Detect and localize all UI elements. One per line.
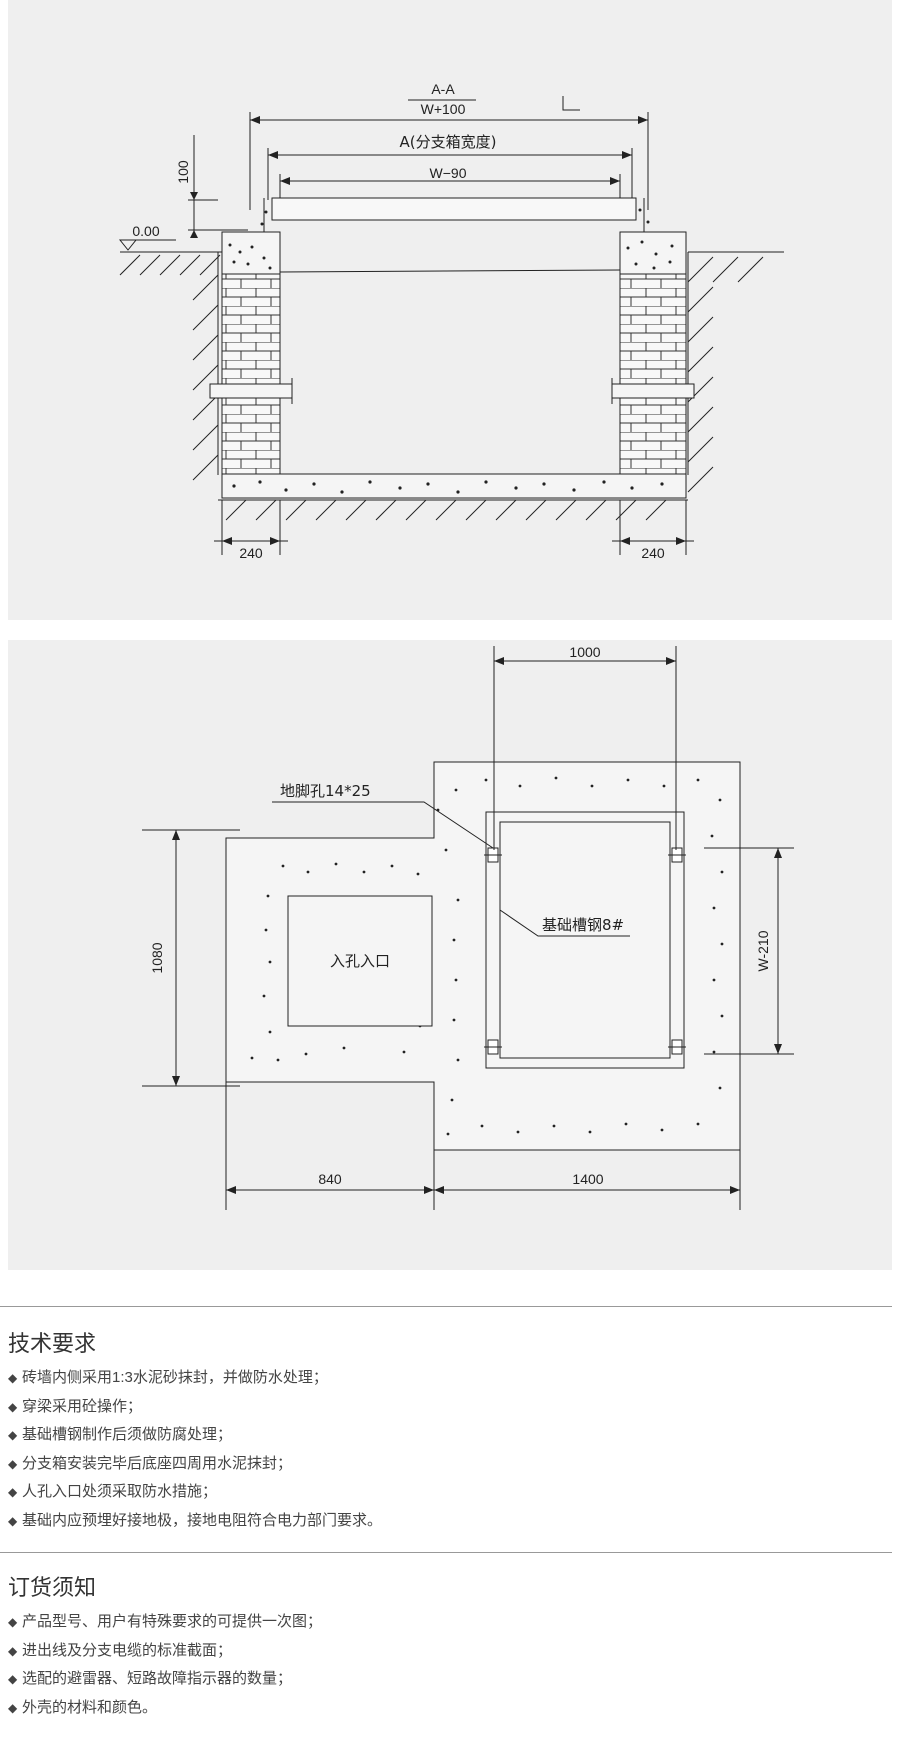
section-title: A-A bbox=[431, 81, 455, 97]
diamond-bullet-icon: ◆ bbox=[8, 1615, 18, 1629]
list-item: ◆外壳的材料和颜色。 bbox=[8, 1694, 322, 1723]
order-notes-title: 订货须知 bbox=[8, 1575, 97, 1600]
diamond-bullet-icon: ◆ bbox=[8, 1456, 18, 1471]
channel-steel-label: 基础槽钢8# bbox=[542, 916, 624, 934]
ground-hatch-right bbox=[687, 251, 784, 493]
diamond-bullet-icon: ◆ bbox=[8, 1371, 18, 1385]
diamond-bullet-icon: ◆ bbox=[8, 1672, 18, 1686]
diamond-bullet-icon: ◆ bbox=[8, 1399, 18, 1414]
list-item: ◆分支箱安装完毕后底座四周用水泥抹封； bbox=[8, 1450, 382, 1479]
dim-w-plus-100: W+100 bbox=[249, 101, 649, 210]
dim-left-wall-240: 240 bbox=[214, 500, 288, 561]
order-notes-list: ◆产品型号、用户有特殊要求的可提供一次图； ◆进出线及分支电缆的标准截面； ◆选… bbox=[8, 1608, 322, 1722]
level-mark: 0.00 bbox=[118, 223, 228, 253]
dim-w-plus-100-label: W+100 bbox=[421, 101, 466, 117]
level-mark-label: 0.00 bbox=[132, 223, 159, 239]
anchor-hole-br bbox=[668, 1039, 686, 1055]
list-item: ◆砖墙内侧采用1:3水泥砂抹封，并做防水处理； bbox=[8, 1364, 382, 1393]
channel-steel-callout: 基础槽钢8# bbox=[499, 909, 630, 937]
dim-top-1000-label: 1000 bbox=[569, 644, 600, 660]
list-item: ◆基础槽钢制作后须做防腐处理； bbox=[8, 1421, 382, 1450]
diamond-bullet-icon: ◆ bbox=[8, 1643, 18, 1658]
dim-bottom-1400: 1400 bbox=[434, 1150, 741, 1210]
dim-height-100: 100 bbox=[175, 135, 248, 238]
list-item: ◆选配的避雷器、短路故障指示器的数量； bbox=[8, 1665, 322, 1694]
tech-requirements-list: ◆砖墙内侧采用1:3水泥砂抹封，并做防水处理； ◆穿梁采用砼操作； ◆基础槽钢制… bbox=[8, 1364, 382, 1535]
dim-bottom-1400-label: 1400 bbox=[572, 1171, 603, 1187]
cover-slab bbox=[271, 197, 637, 221]
dim-w-minus-90: W−90 bbox=[279, 165, 621, 200]
dim-right-wall-240: 240 bbox=[612, 500, 694, 561]
dim-height-100-label: 100 bbox=[175, 160, 191, 184]
base-slab bbox=[221, 473, 687, 499]
section-corner-mark bbox=[562, 96, 580, 111]
manhole-label: 入孔入口 bbox=[330, 952, 390, 970]
right-brick-wall bbox=[619, 273, 687, 475]
ground-hatch-bottom bbox=[218, 499, 688, 521]
anchor-hole-callout: 地脚孔14*25 bbox=[272, 782, 494, 849]
list-item: ◆穿梁采用砼操作； bbox=[8, 1393, 382, 1422]
dim-left-1080: 1080 bbox=[142, 829, 240, 1087]
left-brick-wall bbox=[221, 273, 281, 475]
diamond-bullet-icon: ◆ bbox=[8, 1485, 18, 1499]
list-item: ◆人孔入口处须采取防水措施； bbox=[8, 1478, 382, 1507]
dim-left-1080-label: 1080 bbox=[149, 942, 165, 973]
divider-tech bbox=[0, 1306, 892, 1307]
diamond-bullet-icon: ◆ bbox=[8, 1428, 18, 1442]
dim-top-1000: 1000 bbox=[493, 644, 677, 850]
list-item: ◆进出线及分支电缆的标准截面； bbox=[8, 1637, 322, 1666]
channel-steel-inner bbox=[499, 821, 671, 1059]
list-item: ◆基础内应预埋好接地极，接地电阻符合电力部门要求。 bbox=[8, 1507, 382, 1536]
base-slab-dots bbox=[232, 480, 664, 494]
plan-view-drawing: 入孔入口 地脚孔14*25 基础槽钢8# bbox=[142, 644, 794, 1210]
manhole-opening bbox=[287, 895, 433, 1027]
dim-right-w-210: W-210 bbox=[704, 847, 794, 1055]
dim-a-width: A(分支箱宽度) bbox=[267, 133, 633, 200]
diamond-bullet-icon: ◆ bbox=[8, 1513, 18, 1528]
diamond-bullet-icon: ◆ bbox=[8, 1700, 18, 1715]
anchor-hole-tr bbox=[668, 847, 686, 863]
beam-line bbox=[279, 269, 621, 273]
dim-left-wall-240-label: 240 bbox=[239, 545, 263, 561]
anchor-hole-label: 地脚孔14*25 bbox=[280, 782, 371, 800]
list-item: ◆产品型号、用户有特殊要求的可提供一次图； bbox=[8, 1608, 322, 1637]
plan-view-panel: 入孔入口 地脚孔14*25 基础槽钢8# bbox=[8, 640, 892, 1270]
right-wall-pipe bbox=[611, 378, 695, 404]
dim-bottom-840: 840 bbox=[225, 1082, 435, 1210]
section-view-panel: A-A W+100 A(分支箱宽度) W−90 bbox=[8, 0, 892, 620]
dim-bottom-840-label: 840 bbox=[318, 1171, 342, 1187]
dim-right-wall-240-label: 240 bbox=[641, 545, 665, 561]
anchor-hole-bl bbox=[484, 1039, 502, 1055]
left-wall-pipe bbox=[209, 378, 293, 404]
dim-a-width-label: A(分支箱宽度) bbox=[400, 133, 497, 151]
divider-order bbox=[0, 1552, 892, 1553]
dim-right-w-210-label: W-210 bbox=[755, 930, 771, 971]
foundation-aggregate bbox=[250, 776, 724, 1136]
ground-hatch-left bbox=[119, 252, 221, 481]
section-view-drawing: A-A W+100 A(分支箱宽度) W−90 bbox=[118, 81, 784, 561]
concrete-dots-top bbox=[228, 208, 674, 270]
dim-w-minus-90-label: W−90 bbox=[430, 165, 467, 181]
tech-requirements-title: 技术要求 bbox=[8, 1331, 97, 1356]
